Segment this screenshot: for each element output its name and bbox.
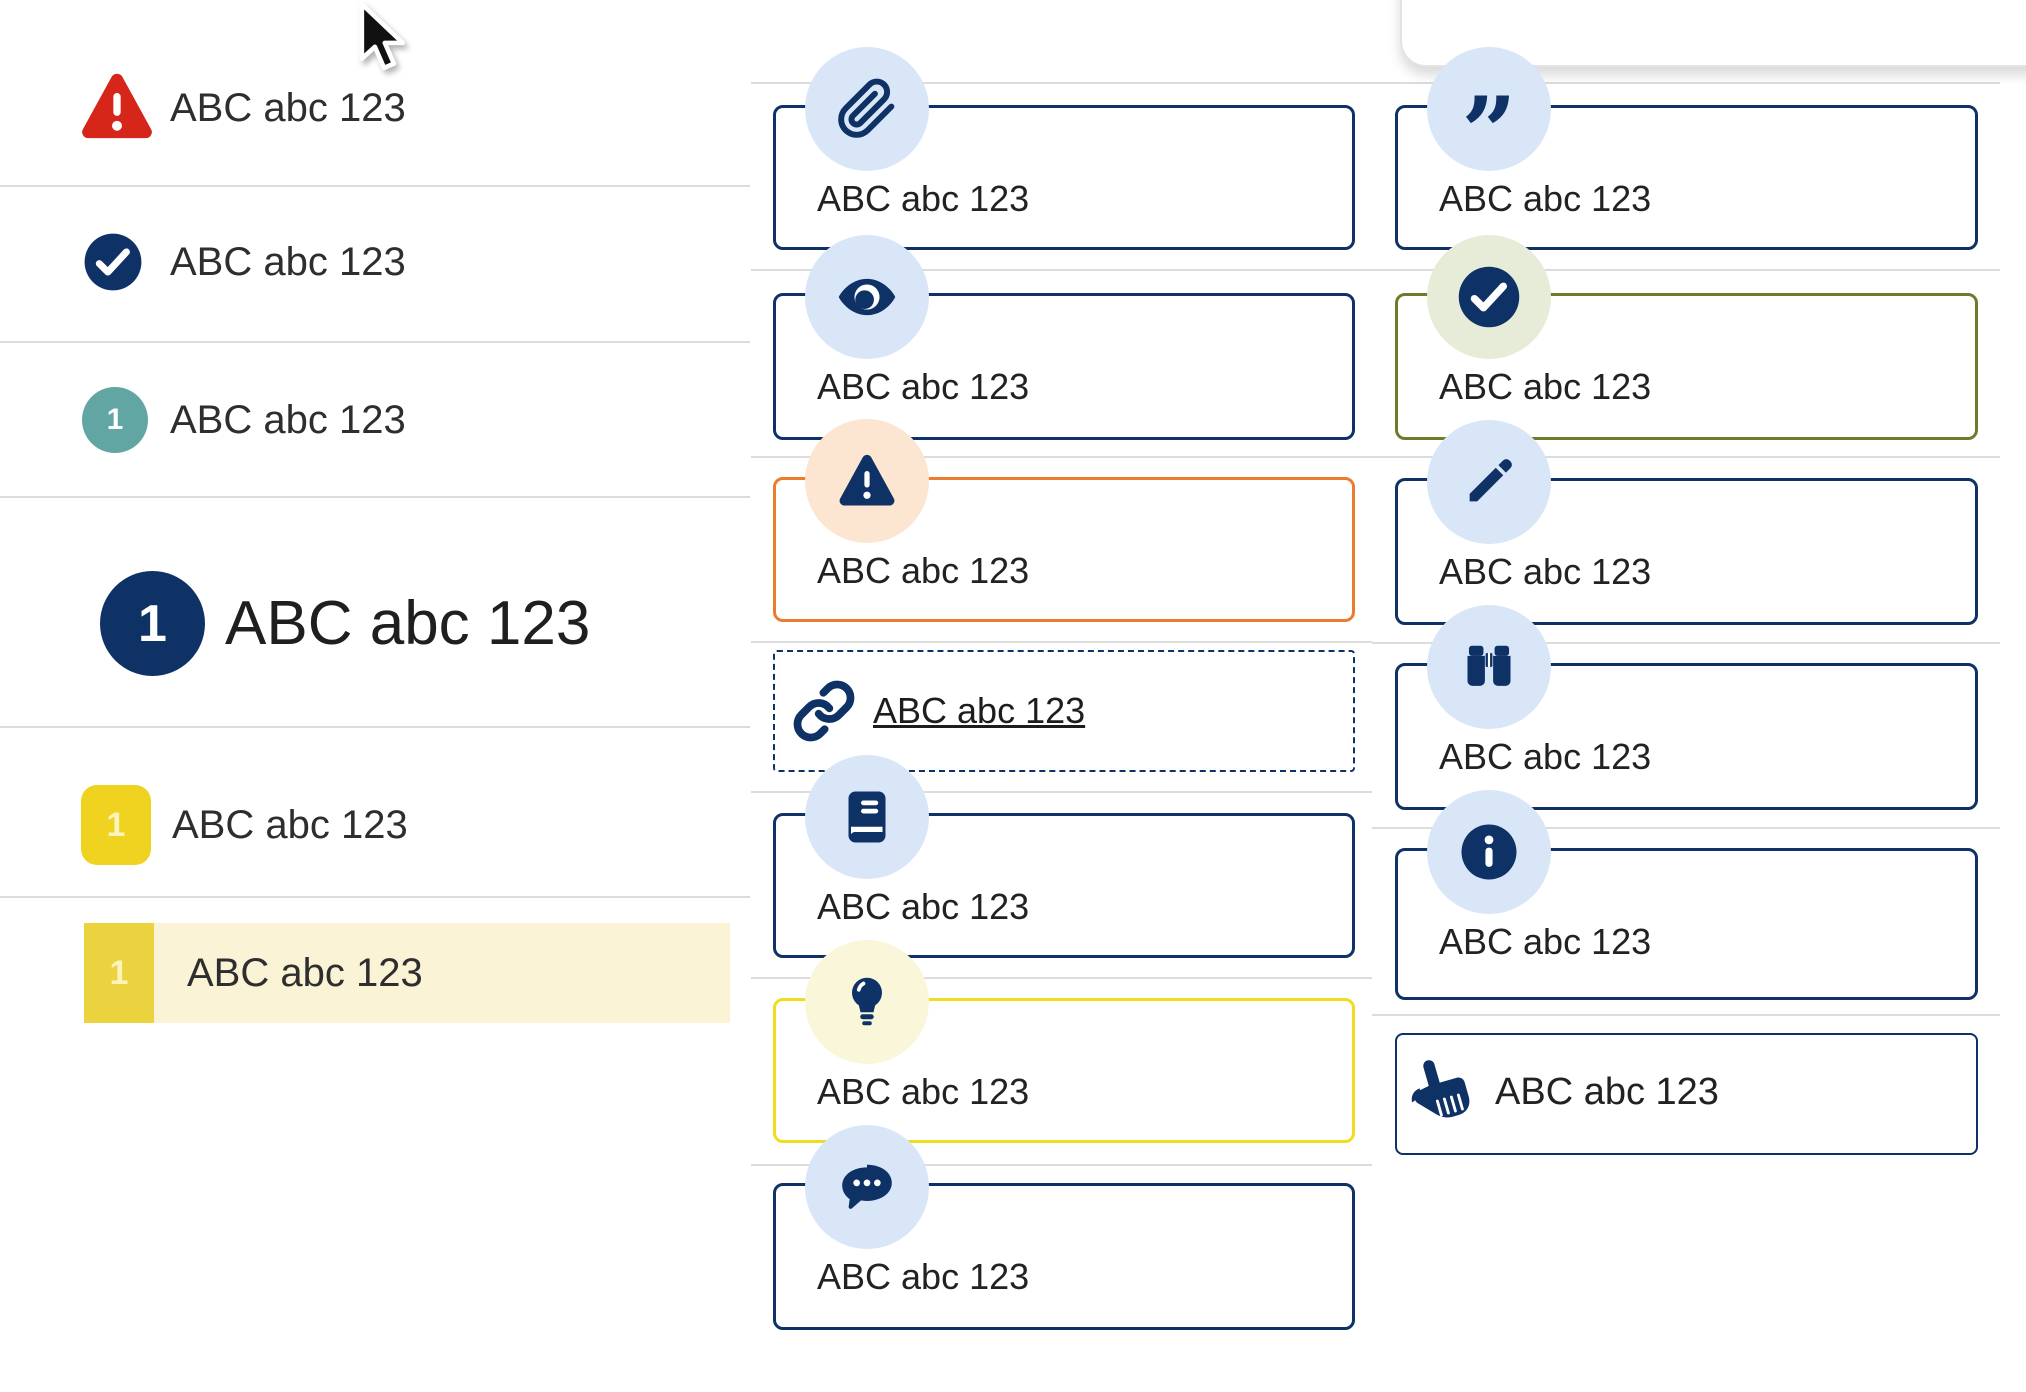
book-icon	[805, 755, 929, 879]
alert-triangle-icon	[82, 73, 152, 139]
callout-link-text[interactable]: ABC abc 123	[873, 690, 1086, 731]
lightbulb-icon	[805, 940, 929, 1064]
divider	[1372, 1014, 2000, 1016]
divider	[0, 341, 750, 343]
callout-text: ABC abc 123	[1439, 366, 1652, 407]
callout-text: ABC abc 123	[817, 366, 1030, 407]
list-item-label: ABC abc 123	[170, 86, 406, 130]
divider	[751, 977, 1372, 979]
callout-text: ABC abc 123	[817, 550, 1030, 591]
hand-pointer-icon	[1411, 1060, 1470, 1118]
divider	[751, 269, 2000, 271]
list-item-heading: ABC abc 123	[225, 589, 591, 658]
callout-text: ABC abc 123	[1439, 921, 1652, 962]
divider	[751, 641, 1372, 643]
teal-number-badge: 1	[82, 387, 148, 453]
row-highlight-background	[84, 923, 730, 1023]
callout-text: ABC abc 123	[1439, 551, 1652, 592]
binoculars-icon	[1427, 605, 1551, 729]
divider	[1372, 642, 2000, 644]
callout-action[interactable]	[1395, 1033, 1978, 1155]
divider	[0, 496, 750, 498]
info-icon	[1427, 790, 1551, 914]
list-item-label: ABC abc 123	[187, 951, 423, 995]
divider	[1372, 827, 2000, 829]
warning-icon	[805, 419, 929, 543]
check-circle-icon	[84, 233, 142, 291]
paperclip-icon	[805, 47, 929, 171]
callout-link	[773, 650, 1355, 772]
link-icon	[793, 680, 855, 742]
divider	[0, 726, 750, 728]
badge-number: 1	[106, 805, 126, 844]
divider	[0, 896, 750, 898]
yellow-number-square: 1	[84, 923, 154, 1023]
mouse-cursor-icon	[359, 2, 406, 71]
yellow-number-square: 1	[81, 785, 151, 865]
callout-text: ABC abc 123	[817, 1071, 1030, 1112]
navy-number-circle-large: 1	[100, 571, 205, 676]
chat-icon	[805, 1125, 929, 1249]
divider	[751, 791, 1372, 793]
callout-text: ABC abc 123	[1439, 736, 1652, 777]
callout-text: ABC abc 123	[1495, 1071, 1719, 1113]
quote-icon: ”	[1427, 47, 1551, 181]
pencil-icon	[1427, 420, 1551, 544]
list-item-label: ABC abc 123	[172, 803, 408, 847]
list-item-label: ABC abc 123	[170, 240, 406, 284]
check-circle-icon	[1427, 235, 1551, 359]
divider	[751, 456, 2000, 458]
badge-number: 1	[109, 953, 129, 992]
list-item-label: ABC abc 123	[170, 398, 406, 442]
badge-number: 1	[138, 594, 167, 653]
eye-icon	[805, 235, 929, 359]
callout-text: ABC abc 123	[817, 1256, 1030, 1297]
divider	[751, 1164, 1372, 1166]
callout-text: ABC abc 123	[1439, 178, 1652, 219]
callout-text: ABC abc 123	[817, 178, 1030, 219]
badge-number: 1	[106, 403, 124, 436]
divider	[0, 185, 750, 187]
divider	[751, 82, 2000, 84]
callout-text: ABC abc 123	[817, 886, 1030, 927]
